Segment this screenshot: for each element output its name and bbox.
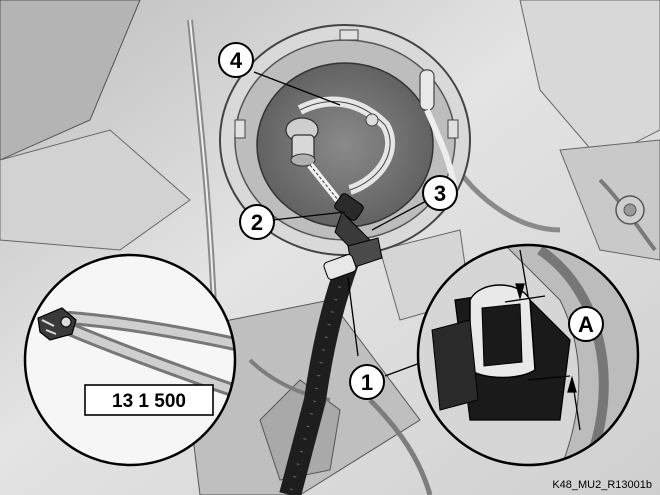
fuel-connection-fitting — [285, 117, 319, 167]
tool-number-box — [84, 384, 214, 416]
callout-3: 3 — [422, 175, 458, 211]
connector-detail-circle — [416, 243, 640, 467]
tool-number-label: 13 1 500 — [112, 391, 186, 412]
callout-2: 2 — [239, 204, 275, 240]
callout-a: A — [568, 306, 604, 342]
callout-a-label: A — [578, 312, 594, 337]
callout-1: 1 — [349, 364, 385, 400]
fuel-hose — [279, 254, 359, 495]
tool-detail-circle: 13 1 500 — [23, 253, 237, 467]
callout-4: 4 — [218, 42, 254, 78]
callout-2-label: 2 — [251, 210, 263, 235]
quick-connector — [334, 193, 383, 269]
image-reference-code: K48_MU2_R13001b — [552, 479, 652, 491]
callout-3-label: 3 — [434, 181, 446, 206]
connector-close-up — [431, 284, 571, 421]
pliers-tool — [37, 307, 235, 399]
dimension-marker-a — [504, 249, 581, 431]
callout-1-label: 1 — [361, 370, 373, 395]
callout-4-label: 4 — [230, 48, 243, 73]
